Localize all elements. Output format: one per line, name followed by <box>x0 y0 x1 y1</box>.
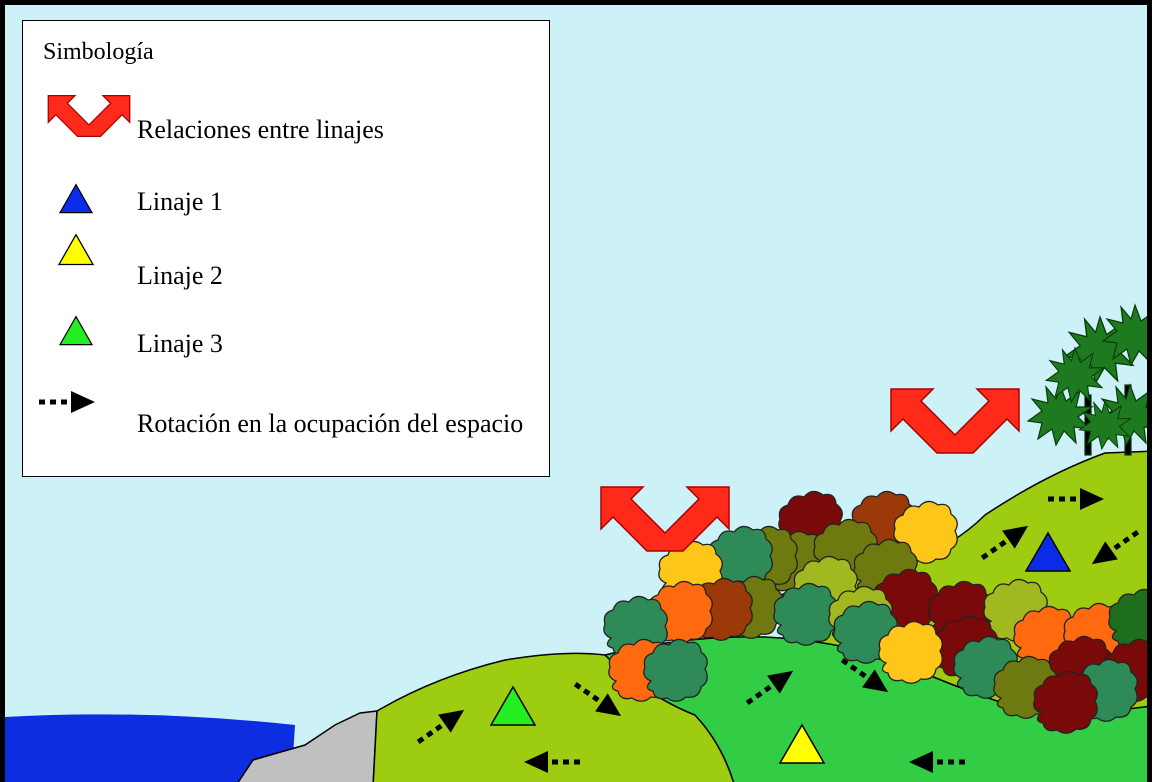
landscape-scene <box>5 304 1147 782</box>
legend-label-lineage-2: Linaje 2 <box>137 261 223 290</box>
legend-title: Simbología <box>43 39 154 65</box>
red-double-arrow-icon <box>47 95 131 137</box>
tree-grove <box>1027 304 1147 456</box>
relation-arrow-2 <box>890 388 1020 454</box>
legend-label-relations: Relaciones entre linajes <box>137 115 384 144</box>
legend-label-lineage-3: Linaje 3 <box>137 329 223 358</box>
blue-triangle-icon <box>58 183 94 214</box>
legend-box: Simbología Relaciones entre linajes Lina… <box>22 20 550 477</box>
sea <box>5 714 295 782</box>
legend-label-rotation: Rotación en la ocupación del espacio <box>137 409 524 438</box>
legend-label-lineage-1: Linaje 1 <box>137 187 223 216</box>
relation-arrow-1 <box>600 486 730 552</box>
dotted-arrow-icon <box>39 391 95 413</box>
yellow-triangle-icon <box>57 233 95 266</box>
green-triangle-icon <box>58 315 94 346</box>
